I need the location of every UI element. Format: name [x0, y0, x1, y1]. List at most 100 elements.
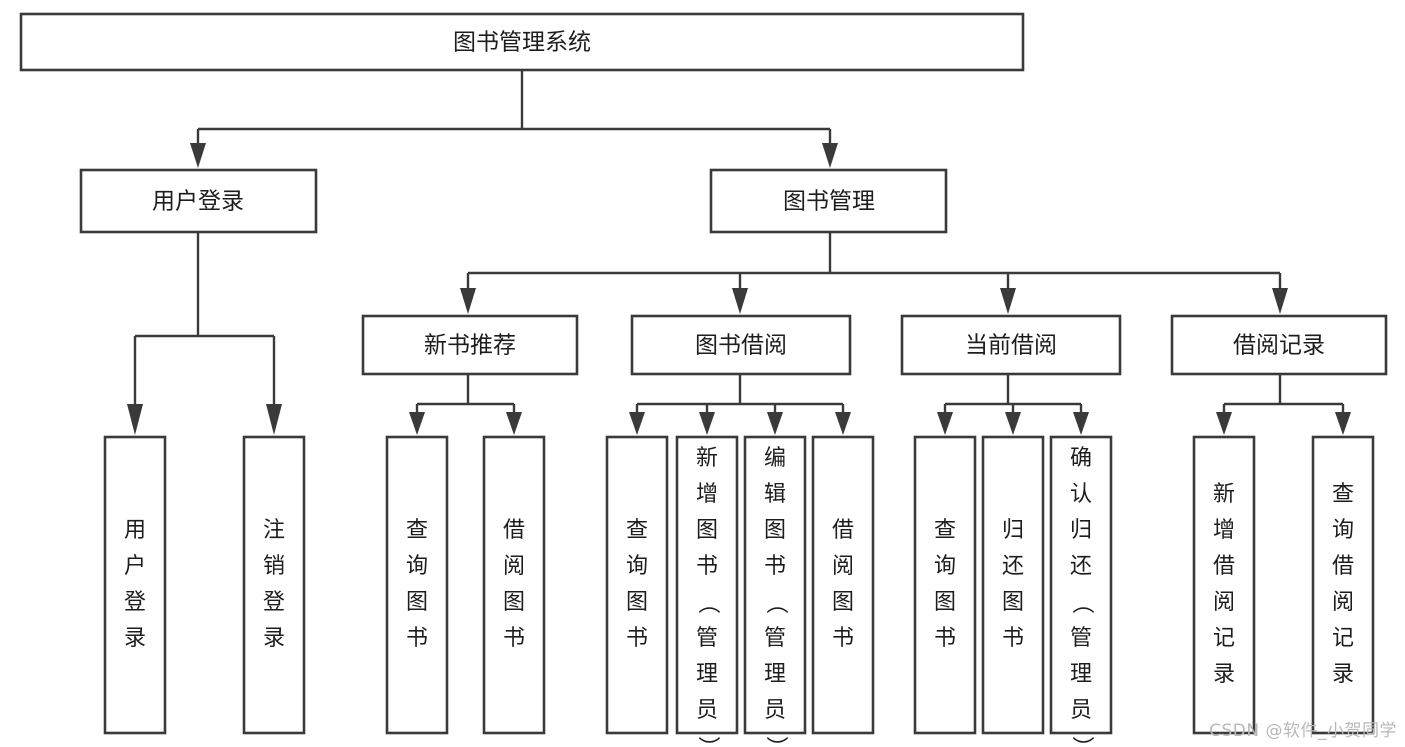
- leaf-box-add-record[interactable]: [1192, 435, 1256, 735]
- svg-text:阅: 阅: [503, 554, 525, 579]
- svg-text:询: 询: [406, 554, 428, 579]
- leaf-box-logout[interactable]: [242, 435, 306, 735]
- svg-text:管: 管: [696, 626, 718, 651]
- arrow-borrow-record: [1272, 288, 1288, 314]
- svg-text:询: 询: [934, 554, 956, 579]
- svg-text:书: 书: [832, 626, 854, 651]
- arrow-leaf-query-book-1: [409, 412, 425, 435]
- svg-text:登: 登: [124, 590, 146, 615]
- svg-text:图: 图: [832, 590, 854, 615]
- leaf-box-return-book[interactable]: [981, 435, 1045, 735]
- svg-text:图: 图: [626, 590, 648, 615]
- node-root-book-management-system[interactable]: 图书管理系统: [19, 12, 1025, 72]
- svg-text:询: 询: [626, 554, 648, 579]
- leaf-box-add-book[interactable]: [675, 435, 739, 735]
- node-book-management-box: [709, 168, 948, 234]
- svg-text:归: 归: [1002, 518, 1024, 543]
- svg-text:认: 认: [1070, 482, 1092, 507]
- connector-group-newbook-leaves: [409, 374, 522, 435]
- arrow-leaf-query-book-3: [937, 412, 953, 435]
- svg-text:图: 图: [764, 518, 786, 543]
- connector-group-bookmanage-to-level2: [460, 232, 1288, 314]
- connector-group-currentborrow-leaves: [937, 374, 1089, 435]
- arrow-book-borrow: [732, 288, 748, 314]
- node-book-borrow-label: 图书借阅: [695, 333, 787, 359]
- svg-text:录: 录: [124, 626, 146, 651]
- arrow-leaf-borrow-book-2: [835, 412, 851, 435]
- arrow-leaf-borrow-book-1: [506, 412, 522, 435]
- svg-text:管: 管: [764, 626, 786, 651]
- svg-text:图: 图: [696, 518, 718, 543]
- node-book-borrow[interactable]: 图书借阅: [630, 314, 852, 376]
- svg-text:员: 员: [1070, 698, 1092, 723]
- node-root-box: [19, 12, 1025, 72]
- svg-text:归: 归: [1070, 518, 1092, 543]
- svg-text:记: 记: [1213, 626, 1235, 651]
- node-borrow-record-box: [1170, 314, 1388, 376]
- svg-text:理: 理: [696, 662, 718, 687]
- node-user-login-label: 用户登录: [152, 189, 244, 215]
- node-book-management[interactable]: 图书管理: [709, 168, 948, 234]
- svg-text:图: 图: [1002, 590, 1024, 615]
- arrow-new-book: [460, 288, 476, 314]
- svg-text:书: 书: [503, 626, 525, 651]
- svg-text:用: 用: [124, 518, 146, 543]
- svg-text:户: 户: [124, 554, 146, 579]
- svg-text:辑: 辑: [764, 482, 786, 507]
- leaf-box-borrow-book-2[interactable]: [811, 435, 875, 735]
- svg-text:新: 新: [696, 446, 718, 471]
- svg-text:书: 书: [626, 626, 648, 651]
- node-borrow-record[interactable]: 借阅记录: [1170, 314, 1388, 376]
- svg-text:员: 员: [764, 698, 786, 723]
- svg-text:书: 书: [696, 554, 718, 579]
- svg-text:书: 书: [934, 626, 956, 651]
- node-book-borrow-box: [630, 314, 852, 376]
- leaf-box-query-book-2[interactable]: [605, 435, 669, 735]
- leaf-label-layer: 用户登录注销登录查询图书借阅图书查询图书新增图书（管理员）编辑图书（管理员）借阅…: [124, 446, 1354, 747]
- svg-text:书: 书: [1002, 626, 1024, 651]
- node-current-borrow-box: [900, 314, 1122, 376]
- connector-group-bookborrow-leaves: [629, 374, 851, 435]
- svg-text:阅: 阅: [1213, 590, 1235, 615]
- svg-text:理: 理: [1070, 662, 1092, 687]
- connector-group-borrowrecord-leaves: [1216, 374, 1351, 435]
- svg-text:员: 员: [696, 698, 718, 723]
- leaf-box-confirm-return[interactable]: [1049, 435, 1113, 735]
- leaf-box-borrow-book-1[interactable]: [482, 435, 546, 735]
- node-user-login[interactable]: 用户登录: [79, 168, 318, 234]
- arrow-leaf-add-book: [699, 412, 715, 435]
- svg-text:）: ）: [1069, 736, 1094, 747]
- leaf-box-user-login[interactable]: [103, 435, 167, 735]
- arrow-leaf-user-login: [127, 404, 143, 435]
- arrow-leaf-add-record: [1216, 412, 1232, 435]
- svg-text:登: 登: [263, 590, 285, 615]
- svg-text:）: ）: [695, 736, 720, 747]
- arrow-leaf-confirm-return: [1073, 412, 1089, 435]
- connector-group-root-to-level1: [190, 70, 838, 168]
- svg-text:销: 销: [263, 554, 285, 579]
- svg-text:增: 增: [1213, 518, 1235, 543]
- svg-text:注: 注: [263, 518, 285, 543]
- svg-text:编: 编: [764, 446, 786, 471]
- leaf-box-edit-book[interactable]: [743, 435, 807, 735]
- leaf-box-query-record[interactable]: [1311, 435, 1375, 735]
- node-new-book-recommend-label: 新书推荐: [424, 333, 516, 359]
- svg-text:阅: 阅: [1332, 590, 1354, 615]
- arrow-current-borrow: [1000, 288, 1016, 314]
- svg-text:确: 确: [1070, 446, 1092, 471]
- svg-text:管: 管: [1070, 626, 1092, 651]
- svg-text:查: 查: [626, 518, 648, 543]
- arrow-leaf-query-record: [1335, 412, 1351, 435]
- leaf-box-query-book-1[interactable]: [385, 435, 449, 735]
- node-current-borrow[interactable]: 当前借阅: [900, 314, 1122, 376]
- connector-group-userlogin-leaves: [127, 232, 282, 435]
- arrow-user-login: [190, 143, 206, 168]
- svg-text:理: 理: [764, 662, 786, 687]
- node-new-book-recommend[interactable]: 新书推荐: [361, 314, 579, 376]
- node-borrow-record-label: 借阅记录: [1233, 333, 1325, 359]
- leaf-box-query-book-3[interactable]: [913, 435, 977, 735]
